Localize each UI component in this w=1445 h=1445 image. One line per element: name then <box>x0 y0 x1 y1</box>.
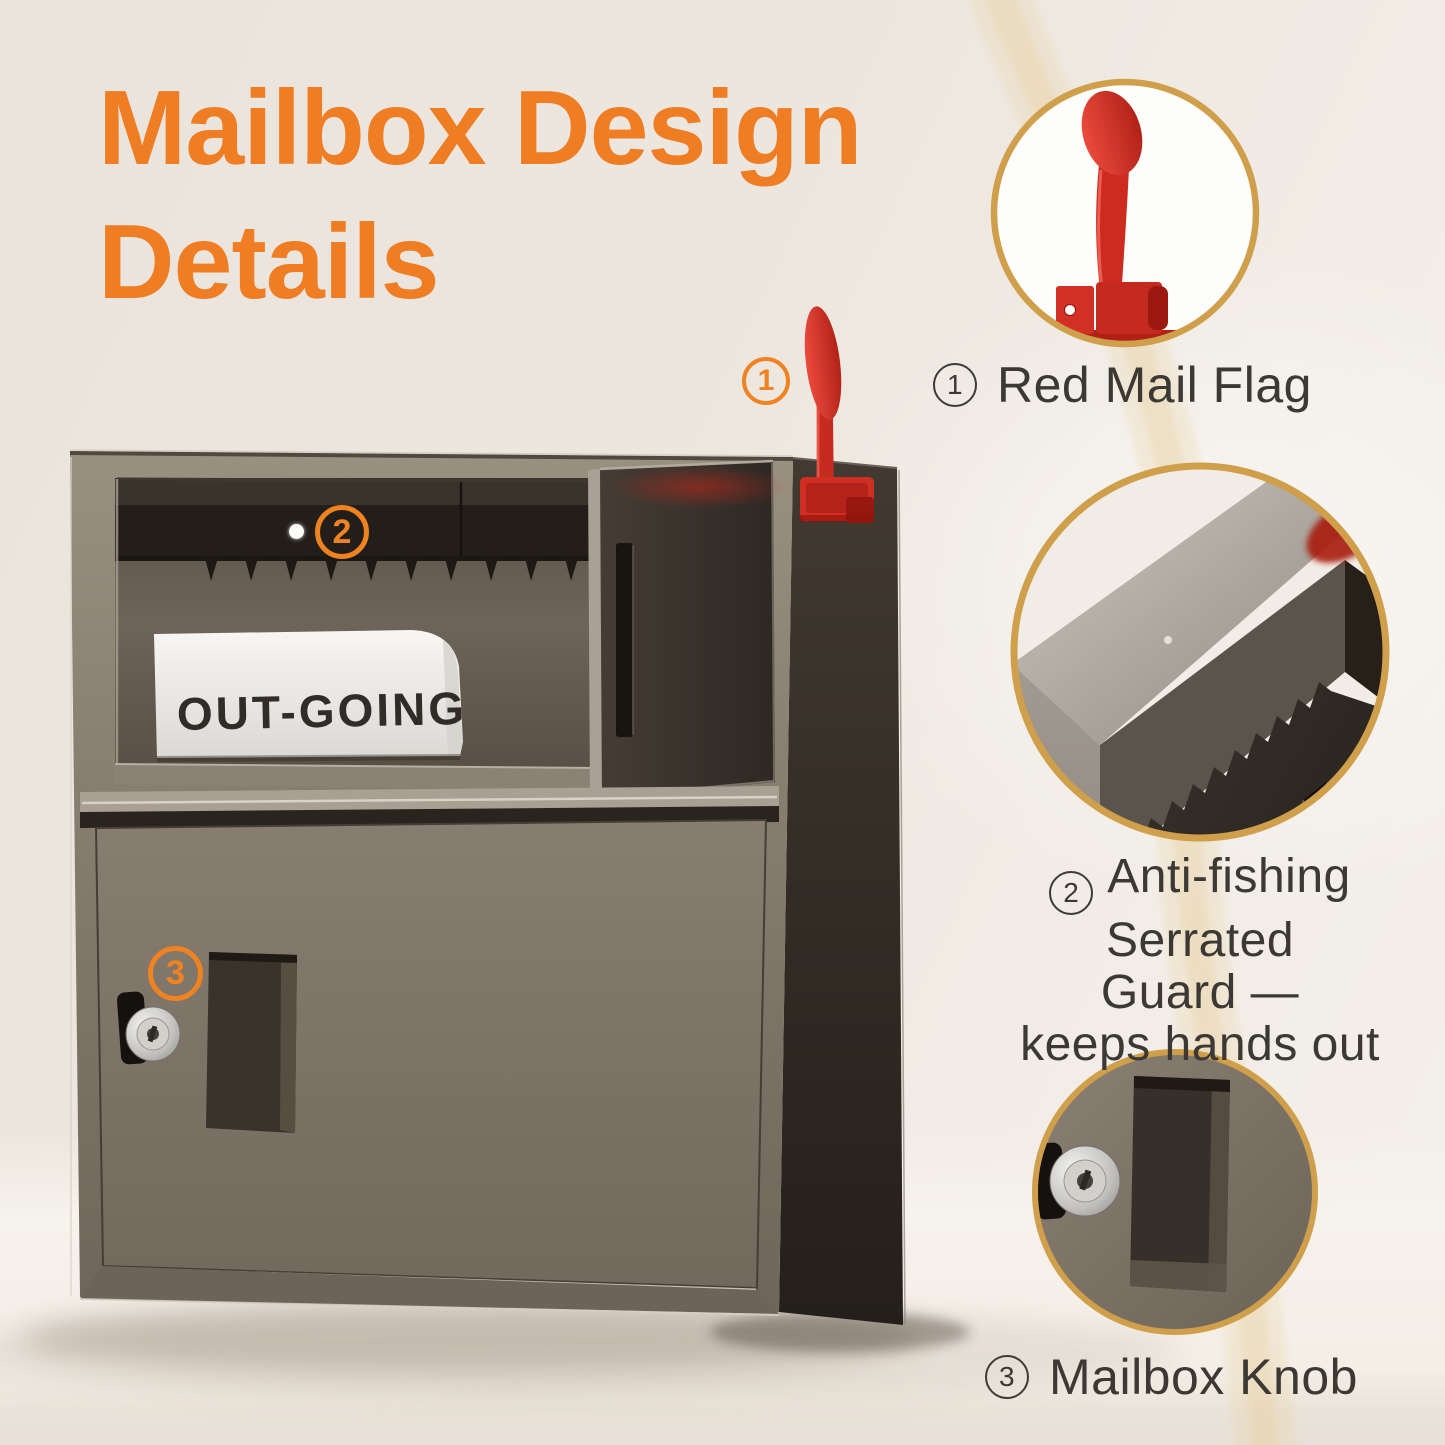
product-marker-knob: 3 <box>148 946 203 1001</box>
mailbox-knob-closeup-icon <box>1035 1076 1230 1292</box>
compartment-divider <box>80 786 779 828</box>
marker-number: 3 <box>166 954 185 992</box>
callout-number-icon: 3 <box>985 1355 1029 1399</box>
compartment-open-door <box>588 459 790 800</box>
door-window-recess <box>206 952 297 1133</box>
marker-number: 1 <box>757 364 775 397</box>
marker-number: 2 <box>332 512 352 551</box>
outgoing-compartment: OUT-GOING <box>114 477 601 790</box>
product-marker-flag: 1 <box>742 357 790 405</box>
callout-number-icon: 1 <box>933 363 977 407</box>
mailbox-knob <box>117 991 181 1065</box>
page-title: Mailbox Design Details <box>98 62 862 329</box>
callout-caption-text: Mailbox Knob <box>1049 1349 1358 1405</box>
outgoing-label: OUT-GOING <box>176 682 467 740</box>
callout-caption-red-mail-flag: 1 Red Mail Flag <box>933 356 1312 414</box>
flag-red-glare <box>610 465 790 509</box>
product-marker-serrated-guard: 2 <box>315 505 369 559</box>
title-line-1: Mailbox Design <box>98 69 862 187</box>
red-mail-flag <box>800 306 874 523</box>
parcel-door <box>94 818 768 1292</box>
callout-circle-knob <box>1032 1049 1318 1335</box>
callout-caption-text: Red Mail Flag <box>997 357 1312 413</box>
outgoing-tray: OUT-GOING <box>154 630 468 762</box>
callout-circle-flag <box>990 78 1260 348</box>
mailbox-side-panel <box>779 458 903 1325</box>
caption-line: keeps hands out <box>1020 1018 1380 1071</box>
callout-caption-text: Anti-fishing Serrated <box>1105 850 1351 967</box>
callout-caption-mailbox-knob: 3 Mailbox Knob <box>985 1348 1358 1406</box>
title-line-2: Details <box>98 202 440 321</box>
door-handle-slot <box>616 543 633 737</box>
caption-line: Guard — <box>1100 966 1300 1019</box>
callout-number-icon: 2 <box>1049 871 1094 915</box>
mailbox-body: OUT-GOING <box>69 449 906 1325</box>
mailbox-shadow <box>0 1302 1180 1400</box>
rivet-dot <box>289 524 304 539</box>
